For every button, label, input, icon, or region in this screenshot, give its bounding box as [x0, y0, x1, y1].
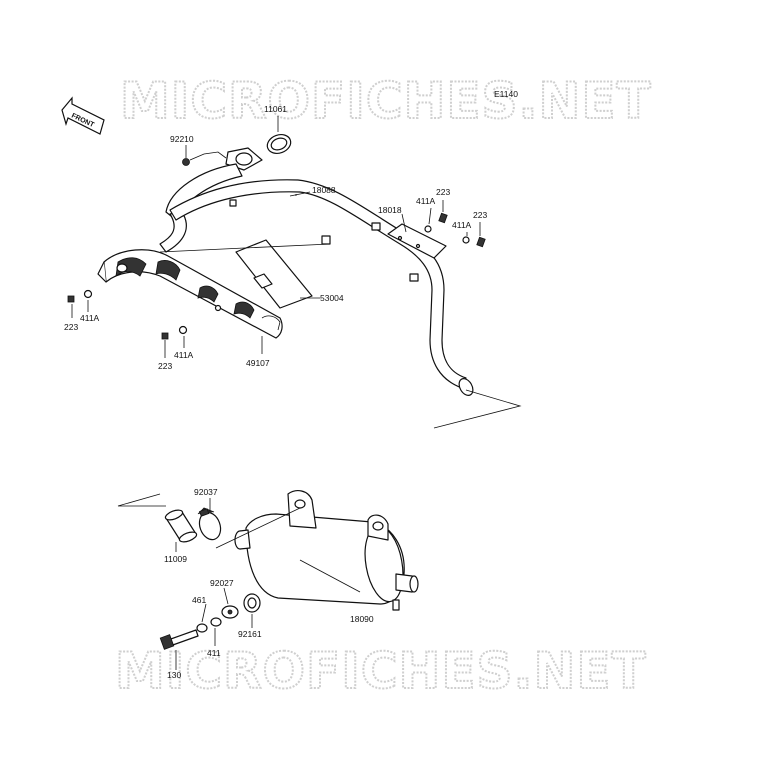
diagram-code: E1140	[494, 89, 518, 99]
callout-411A-upper: 411A	[416, 196, 436, 206]
callout-411A-lower: 411A	[174, 350, 194, 360]
callout-18018: 18018	[378, 205, 402, 215]
callout-11061: 11061	[264, 104, 287, 114]
gasket-ring-11061	[266, 133, 292, 155]
washer-92027	[221, 605, 239, 619]
heat-shield-49107	[97, 249, 283, 339]
spring-washer-461	[196, 623, 208, 633]
insulation-pad-53004	[235, 239, 313, 309]
bolt-223-upper	[424, 212, 448, 233]
callout-223-left: 223	[64, 322, 78, 332]
callout-130: 130	[167, 670, 181, 680]
bolt-223-left	[67, 289, 93, 303]
connector-sleeve-11009	[164, 509, 198, 543]
washer-411	[210, 617, 222, 627]
bracket-plate-18018	[387, 223, 447, 259]
callout-92210: 92210	[170, 134, 194, 144]
leader-lines-bottom	[117, 493, 361, 670]
callout-411A-right: 411A	[452, 220, 472, 230]
callout-92161: 92161	[238, 629, 262, 639]
bolt-92210	[182, 151, 227, 166]
callout-223-upper: 223	[436, 187, 450, 197]
front-arrow-icon: FRONT	[61, 96, 105, 135]
callout-18088: 18088	[312, 185, 336, 195]
callout-223-right: 223	[473, 210, 487, 220]
callout-49107: 49107	[246, 358, 270, 368]
callout-92037: 92037	[194, 487, 218, 497]
bolt-223-right	[462, 236, 486, 248]
muffler-18090	[234, 490, 419, 611]
clamp-92037	[197, 507, 222, 541]
callout-223-lower: 223	[158, 361, 172, 371]
callout-461: 461	[192, 595, 206, 605]
leader-lines-top	[71, 116, 522, 429]
callout-11009: 11009	[164, 554, 187, 564]
callout-411: 411	[207, 648, 221, 658]
callout-53004: 53004	[320, 293, 344, 303]
watermark-top: MICROFICHES.NET	[120, 72, 652, 130]
callout-18090: 18090	[350, 614, 374, 624]
grommet-92161	[243, 593, 261, 613]
watermark-bottom: MICROFICHES.NET	[115, 642, 647, 700]
callout-92027: 92027	[210, 578, 234, 588]
bolt-223-lower	[161, 325, 188, 340]
bolt-130	[159, 629, 199, 650]
callout-411A-left: 411A	[80, 313, 100, 323]
